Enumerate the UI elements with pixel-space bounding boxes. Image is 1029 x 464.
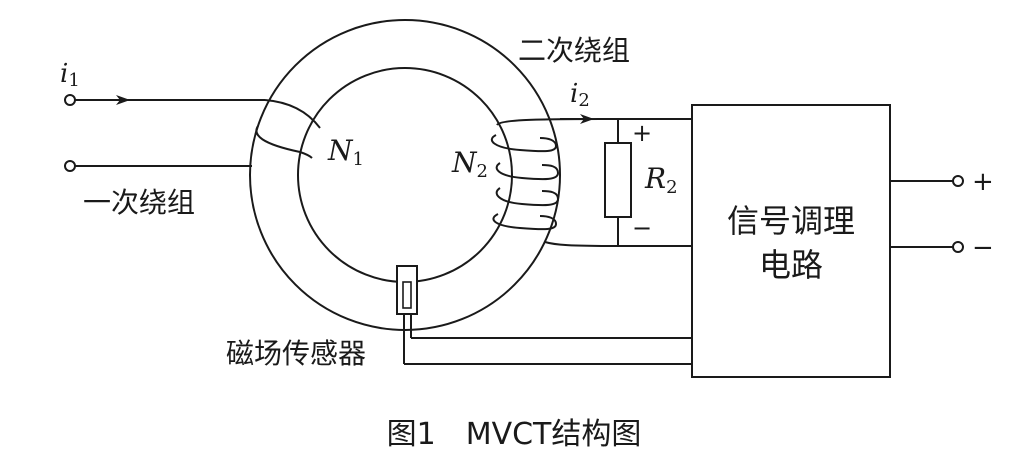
label-r2: R2: [644, 162, 678, 198]
output-plus-terminal: [952, 175, 964, 187]
label-magnetic-sensor: 磁场传感器: [226, 337, 366, 370]
signal-conditioning-box: [691, 104, 891, 378]
primary-winding: [64, 94, 321, 172]
primary-top-terminal: [64, 94, 76, 106]
label-primary-winding: 一次绕组: [83, 186, 195, 219]
primary-bottom-terminal: [64, 160, 76, 172]
label-signal-circuit-line1: 信号调理: [727, 202, 855, 240]
label-n1: N1: [327, 134, 364, 170]
label-plus-resistor: +: [632, 119, 652, 147]
output-minus-terminal: [952, 241, 964, 253]
label-i1: i1: [60, 59, 80, 91]
secondary-winding: [490, 114, 619, 247]
figure-caption: 图1 MVCT结构图: [387, 417, 642, 452]
label-secondary-winding: 二次绕组: [518, 34, 630, 67]
resistor-r2: [600, 118, 692, 247]
label-output-minus: −: [972, 233, 994, 263]
label-output-plus: +: [972, 167, 994, 197]
magnetic-sensor: [396, 265, 692, 365]
label-n2: N2: [451, 146, 488, 182]
label-signal-circuit-line2: 电路: [759, 246, 823, 284]
label-minus-resistor: −: [632, 214, 652, 242]
label-i2: i2: [570, 79, 590, 111]
output-terminals: [890, 175, 964, 253]
resistor-body: [604, 142, 632, 218]
